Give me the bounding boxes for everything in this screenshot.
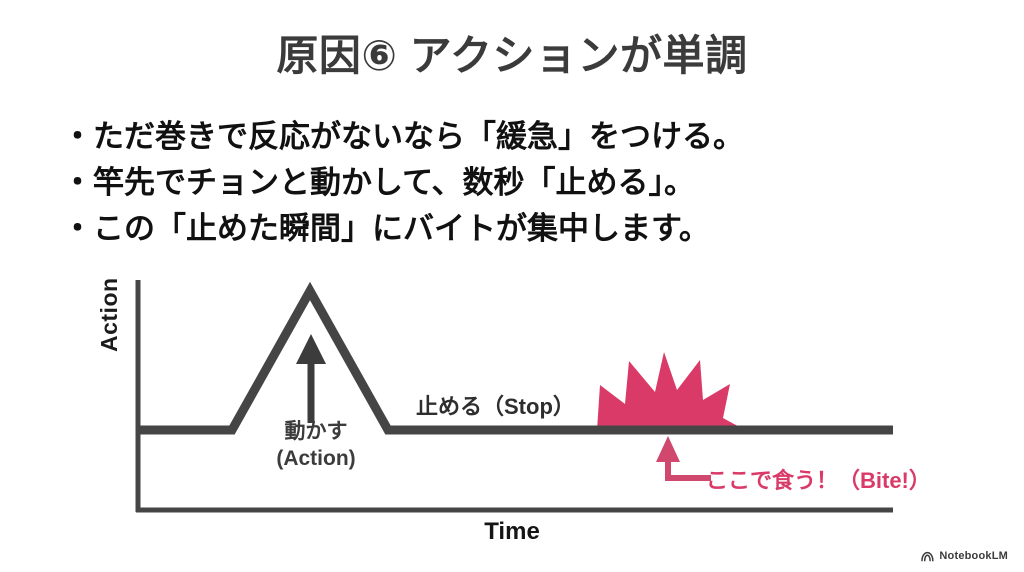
bite-elbow-arrow-icon <box>656 436 711 481</box>
bite-annotation: ここで食う！（Bite!） <box>706 468 931 493</box>
action-up-arrow-icon <box>296 334 326 423</box>
action-annotation-line2: (Action) <box>276 446 356 470</box>
bite-starburst-icon <box>597 352 745 430</box>
action-annotation-line1: 動かす <box>284 420 348 443</box>
action-timing-chart <box>0 264 1024 534</box>
bullet-list: ・ただ巻きで反応がないなら「緩急」をつける。 ・竿先でチョンと動かして、数秒「止… <box>62 114 962 252</box>
list-item: ・ただ巻きで反応がないなら「緩急」をつける。 <box>62 119 744 154</box>
y-axis-label: Action <box>96 277 122 352</box>
watermark: NotebookLM <box>921 550 1008 562</box>
notebooklm-logo-icon <box>921 551 934 562</box>
action-annotation: 動かす (Action) <box>246 419 386 473</box>
stop-annotation: 止める（Stop） <box>416 394 575 419</box>
watermark-label: NotebookLM <box>939 550 1008 562</box>
list-item: ・竿先でチョンと動かして、数秒「止める」。 <box>62 164 696 200</box>
list-item: ・この「止めた瞬間」にバイトが集中します。 <box>62 210 710 246</box>
page-title: 原因⑥ アクションが単調 <box>276 32 748 79</box>
x-axis-label: Time <box>484 518 540 545</box>
action-profile-line <box>138 281 893 435</box>
